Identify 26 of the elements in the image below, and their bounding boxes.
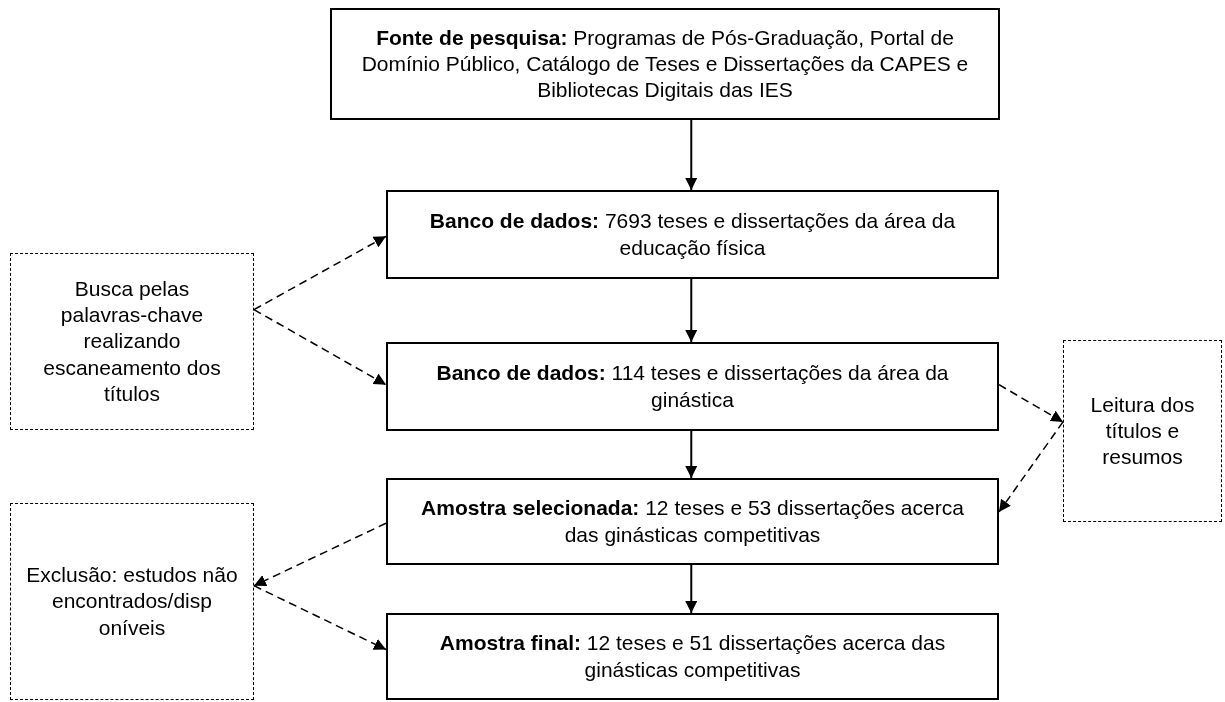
note-box xyxy=(10,253,254,430)
note-box xyxy=(10,503,254,700)
process-box xyxy=(386,190,999,279)
process-box xyxy=(386,478,999,565)
dashed-arrow xyxy=(253,308,387,386)
process-box xyxy=(330,8,1000,120)
process-box xyxy=(386,342,999,431)
box-text: Exclusão: estudos não encontrados/disp oníveis xyxy=(25,562,239,641)
note-box xyxy=(1063,340,1222,522)
dashed-arrow xyxy=(253,235,387,311)
process-box xyxy=(386,613,999,700)
box-text: Banco de dados: 114 teses e dissertações da área da ginástica xyxy=(435,360,950,413)
box-text: Fonte de pesquisa: Programas de Pós-Graduação, Portal de Domínio Público, Catálogo de Teses e Dissertações da CAPES e Bibliotecas Digitais das IES xyxy=(360,24,970,104)
dashed-arrow xyxy=(998,421,1064,513)
arrow xyxy=(685,564,698,614)
box-text: Amostra final: 12 teses e 51 dissertações acerca das ginásticas competitivas xyxy=(438,630,947,683)
box-text: Amostra selecionada: 12 teses e 53 dissertações acerca das ginásticas competitivas xyxy=(420,495,965,548)
box-text: Leitura dos títulos e resumos xyxy=(1089,391,1196,471)
box-text: Banco de dados: 7693 teses e dissertações da área da educação física xyxy=(428,208,957,261)
arrow xyxy=(685,119,698,191)
dashed-arrow xyxy=(253,585,387,651)
dashed-arrow xyxy=(998,383,1064,423)
dashed-arrow xyxy=(253,522,387,587)
box-text: Busca pelas palavras-chave realizando escaneamento dos títulos xyxy=(42,275,222,407)
arrow xyxy=(685,430,698,479)
arrow xyxy=(685,278,698,343)
